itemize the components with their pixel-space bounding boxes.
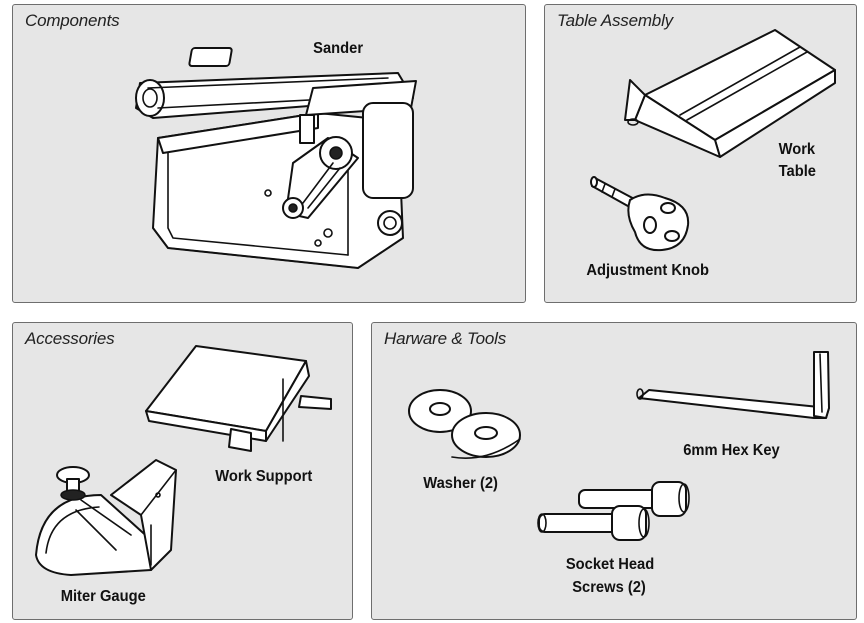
table-assembly-panel: Table Assembly Work Table Adjustment Kno… [544, 4, 857, 303]
miter-gauge-illustration [35, 459, 177, 576]
work-table-label-line2: Table [778, 163, 816, 180]
accessories-title: Accessories [25, 329, 115, 348]
socket-head-screws-label-line2: Screws (2) [572, 579, 646, 596]
sander-label: Sander [313, 40, 364, 57]
adjustment-knob-illustration [590, 176, 690, 252]
accessories-panel: Accessories Work Support Miter Gauge [12, 322, 353, 620]
hex-key-illustration [636, 351, 830, 419]
hex-key-label: 6mm Hex Key [683, 442, 780, 459]
work-support-illustration [145, 345, 332, 452]
work-table-label-line1: Work [778, 141, 816, 158]
components-panel: Components Sander [12, 4, 526, 303]
sander-illustration [135, 47, 417, 269]
hardware-tools-panel: Harware & Tools Washer (2) 6mm Hex Key S… [371, 322, 857, 620]
components-title: Components [25, 11, 120, 30]
miter-gauge-label: Miter Gauge [60, 588, 146, 605]
washer-illustration [408, 389, 521, 459]
work-support-label: Work Support [215, 468, 313, 485]
work-table-illustration [624, 29, 836, 158]
socket-head-screws-illustration [537, 481, 690, 541]
hardware-tools-title: Harware & Tools [384, 329, 507, 348]
adjustment-knob-label: Adjustment Knob [586, 262, 709, 279]
socket-head-screws-label-line1: Socket Head [565, 556, 655, 573]
washer-label: Washer (2) [423, 475, 498, 492]
table-assembly-title: Table Assembly [557, 11, 673, 30]
